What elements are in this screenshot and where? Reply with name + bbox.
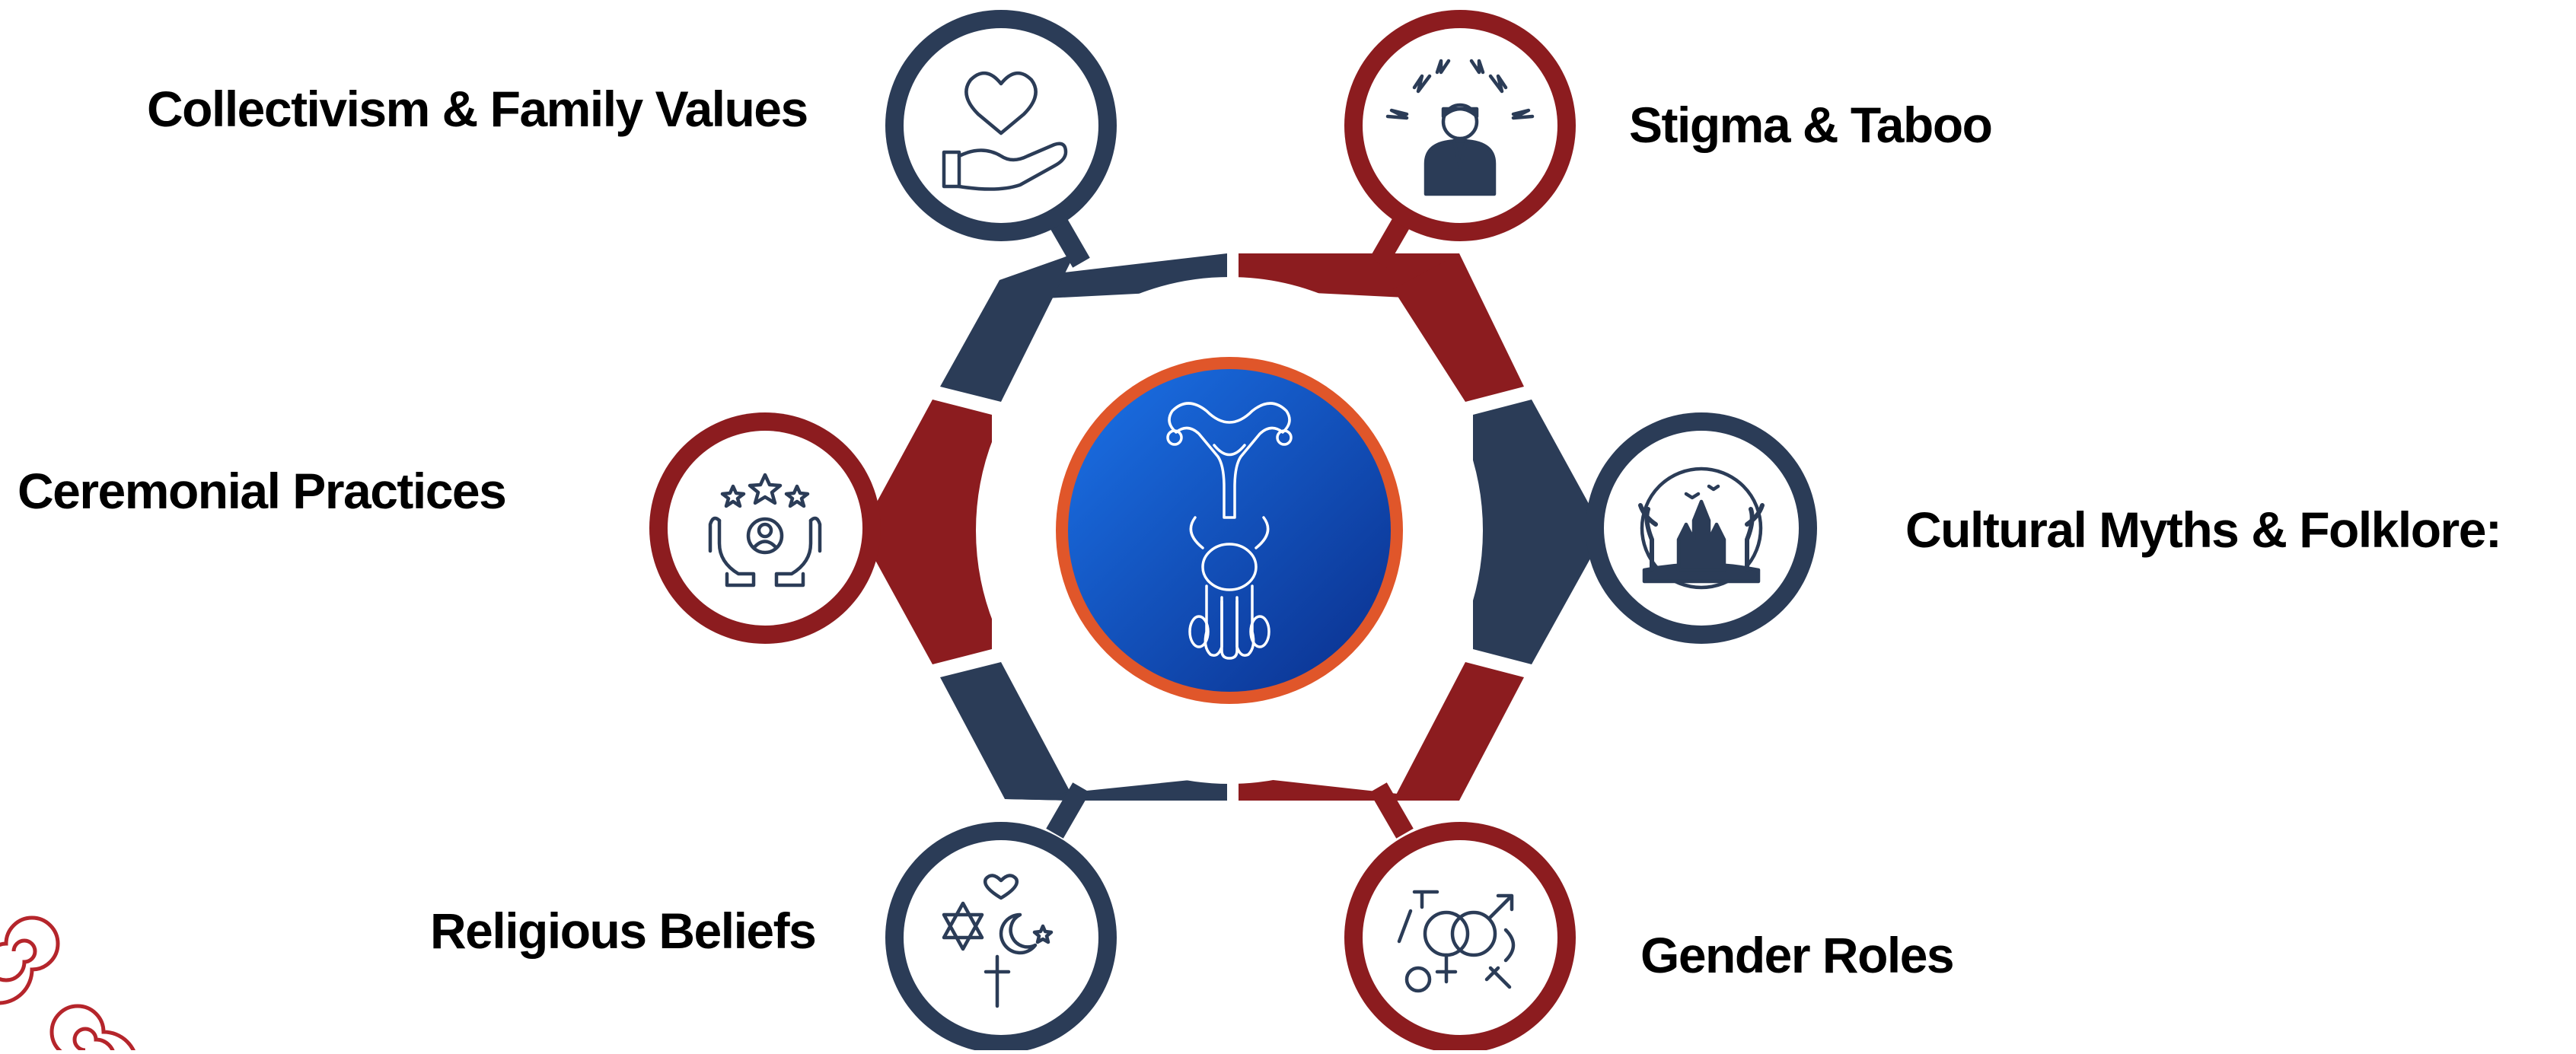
connector-bottom-left bbox=[1046, 782, 1090, 839]
connector-left bbox=[879, 521, 933, 540]
decorative-spirals bbox=[0, 915, 137, 1054]
religious-symbols-icon bbox=[942, 874, 1054, 1008]
node-stigma bbox=[1344, 10, 1576, 241]
heart-in-hand-icon bbox=[942, 72, 1068, 191]
node-gender bbox=[1344, 822, 1576, 1053]
node-label-stigma: Stigma & Taboo bbox=[1629, 97, 1993, 153]
connector-right bbox=[1529, 521, 1582, 540]
frame-segment-upper-right bbox=[1393, 253, 1524, 402]
node-myths bbox=[1586, 412, 1817, 644]
node-face-collectivism bbox=[904, 28, 1098, 223]
node-religious bbox=[885, 822, 1117, 1053]
frame-segment-lower-right bbox=[1393, 662, 1524, 801]
reproductive-organs-icon bbox=[1166, 402, 1293, 660]
gender-symbols-icon bbox=[1397, 890, 1516, 993]
node-label-gender: Gender Roles bbox=[1640, 927, 1955, 983]
node-ceremonial bbox=[649, 412, 881, 644]
frame-segment-bottom-left bbox=[1005, 776, 1227, 801]
stressed-person-icon bbox=[1385, 59, 1535, 196]
node-collectivism bbox=[885, 10, 1117, 241]
node-label-religious: Religious Beliefs bbox=[430, 903, 817, 959]
node-face-ceremonial bbox=[668, 431, 862, 626]
frame-segment-lower-left bbox=[940, 662, 1075, 801]
haunted-castle-icon bbox=[1638, 466, 1765, 590]
node-label-ceremonial: Ceremonial Practices bbox=[18, 463, 507, 519]
center-hub bbox=[1056, 357, 1403, 704]
node-face-gender bbox=[1363, 840, 1557, 1035]
hands-stars-icon bbox=[708, 473, 822, 588]
connector-bottom-right bbox=[1369, 782, 1414, 839]
frame-segment-upper-left bbox=[940, 253, 1075, 402]
node-face-stigma bbox=[1363, 28, 1557, 223]
node-label-myths: Cultural Myths & Folklore: bbox=[1905, 502, 2502, 558]
node-label-collectivism: Collectivism & Family Values bbox=[147, 81, 808, 137]
frame-segment-bottom-right bbox=[1239, 776, 1459, 801]
